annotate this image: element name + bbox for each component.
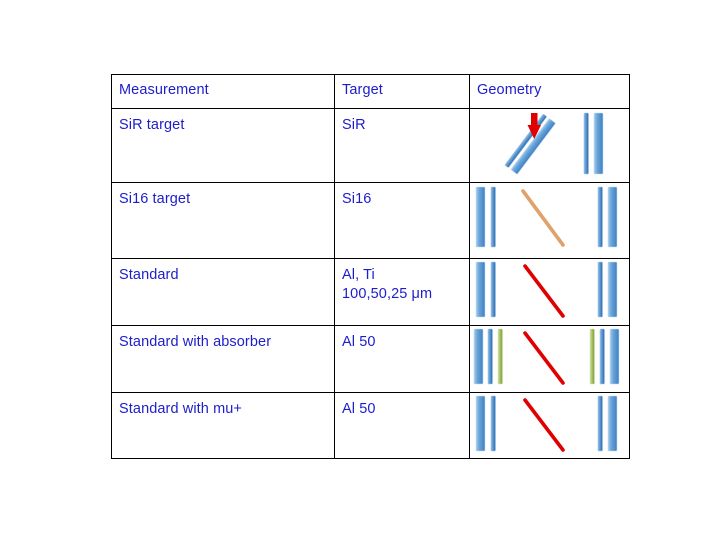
cell-target: Al, Ti 100,50,25 μm [334, 258, 470, 326]
cell-geometry [469, 392, 630, 459]
column-header-measurement-label: Measurement [119, 82, 209, 98]
target-label: Al, Ti 100,50,25 μm [342, 267, 433, 302]
right-detector-bars [597, 395, 618, 452]
target-label: Si16 [342, 191, 372, 207]
absorber-bar [497, 328, 503, 385]
right-detector-bars [589, 328, 620, 385]
red-target-line [523, 264, 565, 318]
absorber-bar [589, 328, 595, 385]
left-detector-bars [473, 328, 503, 385]
sir-target-geometry [470, 109, 629, 182]
measurement-label: Si16 target [119, 191, 191, 207]
table-row: Si16 target Si16 [111, 182, 630, 259]
table-row: Standard with mu+ Al 50 [111, 392, 630, 459]
cell-geometry [469, 325, 630, 393]
cell-measurement: SiR target [111, 108, 335, 183]
table-header-row: Measurement Target Geometry [111, 74, 630, 109]
right-detector-bars [583, 112, 604, 175]
cell-geometry [469, 108, 630, 183]
table-row: Standard Al, Ti 100,50,25 μm [111, 258, 630, 326]
cell-measurement: Si16 target [111, 182, 335, 259]
right-detector-bars [597, 261, 618, 318]
red-target-line [523, 398, 565, 452]
target-label: Al 50 [342, 334, 376, 350]
target-label: Al 50 [342, 401, 376, 417]
cell-target: SiR [334, 108, 470, 183]
measurement-label: Standard with absorber [119, 334, 272, 350]
diagonal-blue-bar-pair [504, 114, 556, 175]
tan-target-line [521, 189, 565, 247]
measurement-label: Standard [119, 267, 179, 283]
standard-with-absorber-geometry [470, 326, 629, 392]
cell-geometry [469, 182, 630, 259]
cell-measurement: Standard [111, 258, 335, 326]
column-header-geometry-label: Geometry [477, 82, 542, 98]
cell-target: Si16 [334, 182, 470, 259]
right-detector-bars [597, 186, 618, 248]
column-header-measurement: Measurement [111, 74, 335, 109]
standard-with-mu-geometry [470, 393, 629, 458]
cell-target: Al 50 [334, 392, 470, 459]
column-header-geometry: Geometry [469, 74, 630, 109]
column-header-target: Target [334, 74, 470, 109]
table-row: Standard with absorber Al 50 [111, 325, 630, 393]
measurement-label: SiR target [119, 117, 185, 133]
cell-measurement: Standard with mu+ [111, 392, 335, 459]
left-detector-bars [475, 261, 496, 318]
standard-geometry [470, 259, 629, 325]
red-target-line [523, 331, 565, 385]
beam-arrow-icon [527, 113, 541, 139]
target-label: SiR [342, 117, 366, 133]
cell-geometry [469, 258, 630, 326]
measurement-label: Standard with mu+ [119, 401, 243, 417]
geometry-table: Measurement Target Geometry SiR target S… [111, 74, 630, 459]
left-detector-bars [475, 395, 496, 452]
left-detector-bars [475, 186, 496, 248]
column-header-target-label: Target [342, 82, 383, 98]
cell-measurement: Standard with absorber [111, 325, 335, 393]
cell-target: Al 50 [334, 325, 470, 393]
si16-target-geometry [470, 183, 629, 258]
table-row: SiR target SiR [111, 108, 630, 183]
